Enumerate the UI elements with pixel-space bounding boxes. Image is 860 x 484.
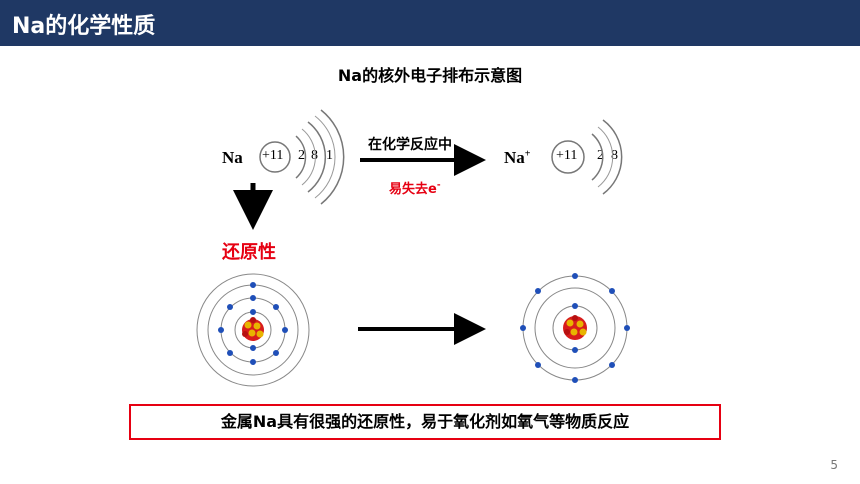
na-atom-shell-2: 8 (311, 148, 318, 163)
ion-charge: + (524, 148, 531, 160)
arrow-top-label: 在化学反应中 (368, 137, 452, 153)
na-atom-shell-1: 2 (298, 148, 305, 163)
diagram-title: Na的核外电子排布示意图 (337, 66, 523, 85)
na-ion-symbol: Na+ (504, 148, 531, 167)
page-title: Na的化学性质 (12, 14, 156, 39)
conclusion-box: 金属Na具有很强的还原性，易于氧化剂如氧气等物质反应 (129, 404, 721, 440)
arrow-bottom-label: 易失去e- (389, 180, 441, 197)
na-ion-shell-1: 2 (597, 148, 604, 163)
na-atom-symbol: Na (222, 148, 243, 167)
header-bar: Na的化学性质 (0, 0, 860, 46)
na-ion-bohr-model (520, 273, 630, 383)
na-ion-shell-diagram (551, 119, 623, 195)
property-label: 还原性 (222, 242, 276, 263)
na-ion-nucleus-charge: +11 (556, 148, 578, 163)
na-atom-bohr-model (196, 273, 310, 387)
na-atom-shell-diagram (259, 109, 345, 205)
na-atom-shell-3: 1 (326, 148, 333, 163)
page-number: 5 (830, 458, 838, 472)
na-ion-shell-2: 8 (611, 148, 618, 163)
na-atom-nucleus-charge: +11 (262, 148, 284, 163)
